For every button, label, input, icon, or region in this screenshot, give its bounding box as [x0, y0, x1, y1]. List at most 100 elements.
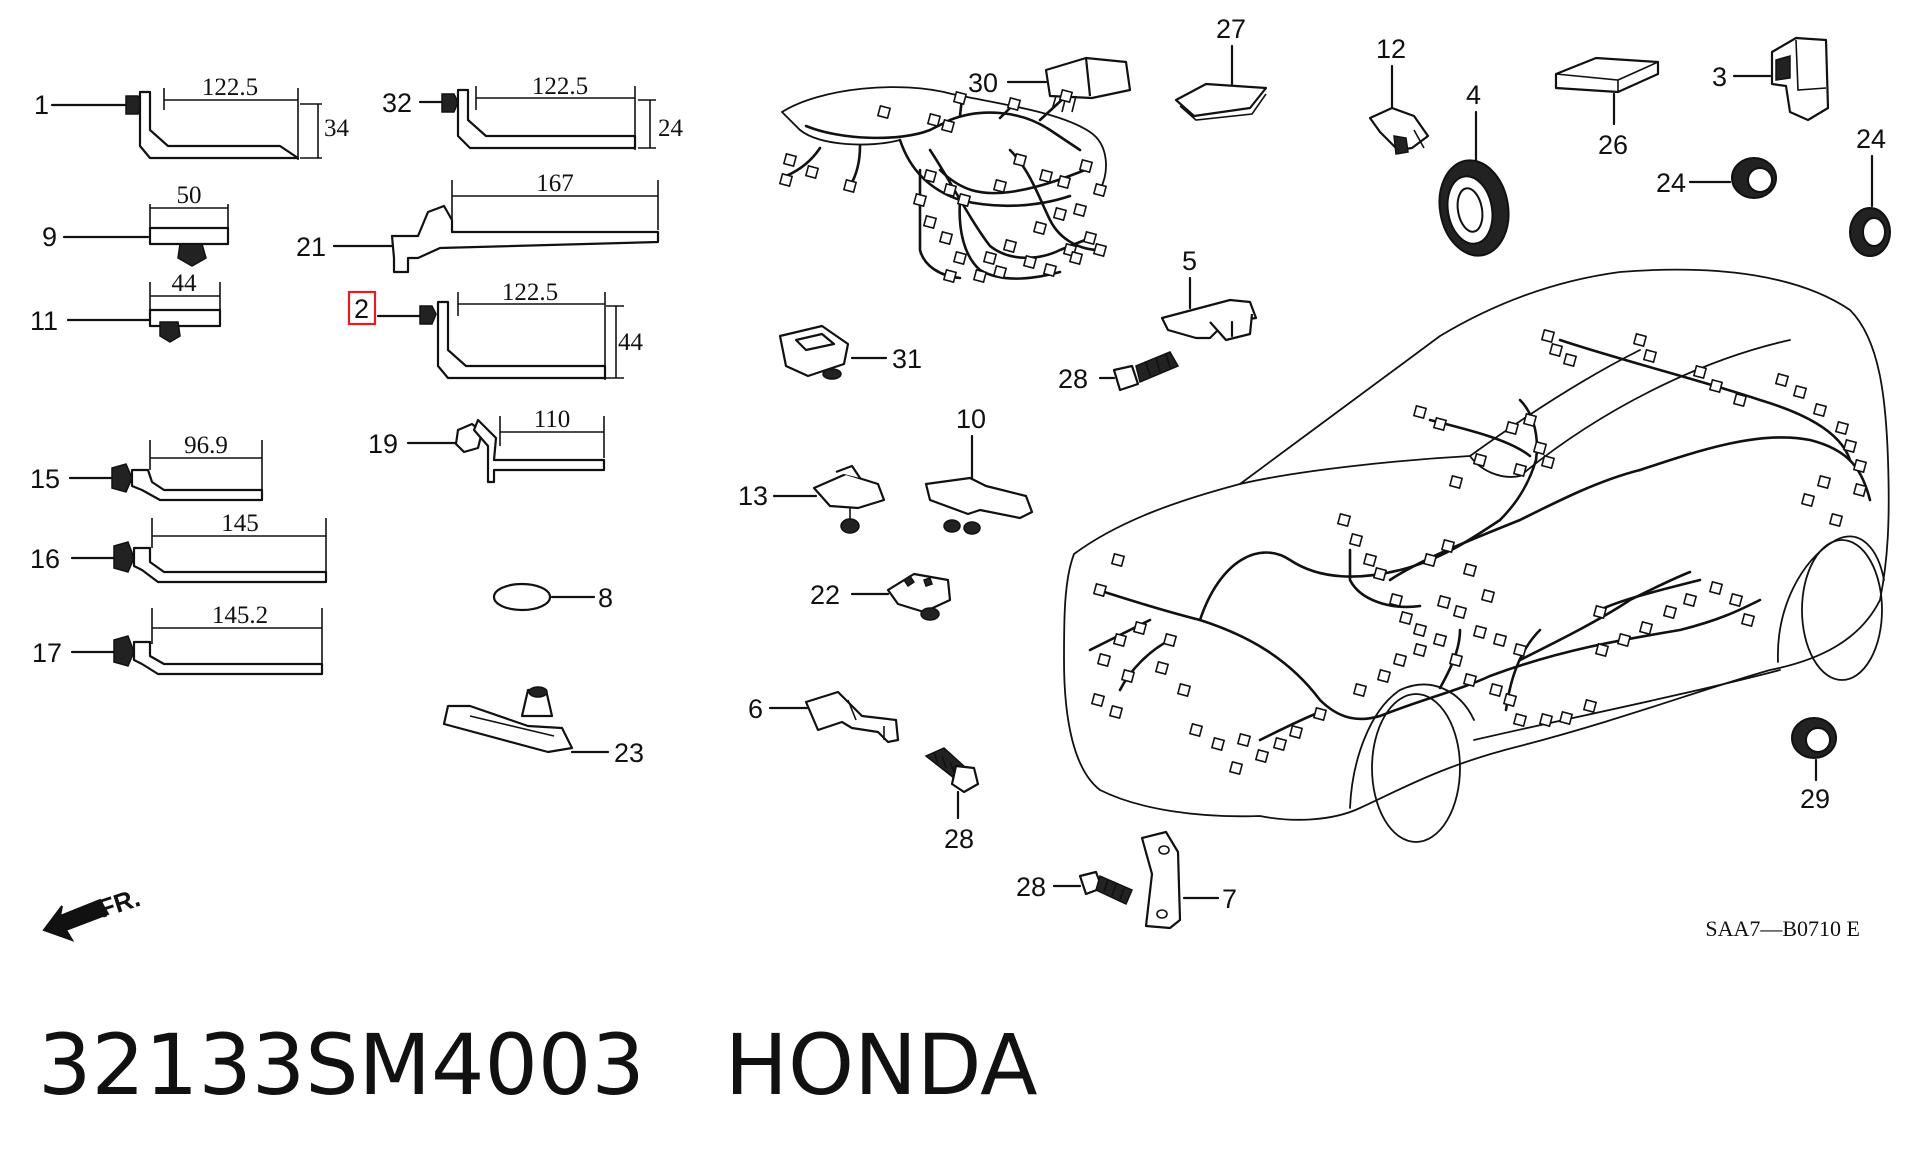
- clip-part-22[interactable]: 22: [810, 572, 952, 621]
- harness-connector: [1090, 692, 1106, 708]
- clip-part-31[interactable]: 31: [778, 324, 922, 380]
- callout-1: 1: [34, 90, 49, 120]
- grommet-part-29[interactable]: 29: [1791, 717, 1837, 814]
- harness-connector: [1462, 562, 1478, 578]
- harness-connector: [1058, 88, 1074, 104]
- harness-connector: [1254, 748, 1270, 764]
- clamp-part-16[interactable]: 16 145: [30, 510, 328, 584]
- pad-part-27[interactable]: 27: [1174, 14, 1268, 121]
- harness-connector: [782, 152, 798, 168]
- bracket-part-3[interactable]: 3: [1712, 36, 1830, 122]
- callout-31: 31: [892, 344, 922, 374]
- holder-part-23[interactable]: 23: [442, 686, 644, 768]
- callout-7: 7: [1222, 884, 1237, 914]
- harness-connector: [1642, 348, 1658, 364]
- harness-connector: [1288, 724, 1304, 740]
- clip-part-11[interactable]: 11 44: [30, 270, 222, 343]
- harness-connector: [1492, 632, 1508, 648]
- clamp-part-17[interactable]: 17 145.2: [32, 602, 324, 676]
- clip-part-9[interactable]: 9 50: [42, 182, 230, 267]
- harness-connector: [1032, 220, 1048, 236]
- bracket-part-5[interactable]: 5: [1160, 246, 1258, 342]
- bolt-part-28-top[interactable]: 28: [1058, 351, 1180, 394]
- clip-part-19[interactable]: 19 110: [368, 406, 606, 484]
- harness-connector: [1112, 632, 1128, 648]
- harness-connector: [1792, 384, 1808, 400]
- harness-connector: [1728, 592, 1744, 608]
- harness-connector: [942, 268, 958, 284]
- clamp-part-32[interactable]: 32 122.5 24: [382, 73, 684, 150]
- ring-part-8[interactable]: 8: [492, 582, 613, 613]
- harness-connector: [1002, 238, 1018, 254]
- harness-connector: [1594, 642, 1610, 658]
- harness-connector: [1480, 588, 1496, 604]
- callout-29: 29: [1800, 784, 1830, 814]
- bolt-part-28-bottom[interactable]: 28: [1016, 870, 1133, 906]
- bracket-part-10[interactable]: 10: [924, 404, 1034, 535]
- harness-connector: [1132, 620, 1148, 636]
- harness-connector: [1376, 668, 1392, 684]
- grommet-part-4[interactable]: 4: [1432, 80, 1516, 261]
- harness-connector: [1038, 168, 1054, 184]
- harness-connector: [1432, 632, 1448, 648]
- bracket-part-6[interactable]: 6: [748, 690, 900, 744]
- harness-connector: [1312, 706, 1328, 722]
- harness-connector: [1582, 698, 1598, 714]
- harness-connector: [992, 178, 1008, 194]
- callout-6: 6: [748, 694, 763, 724]
- harness-connector: [1176, 682, 1192, 698]
- bracket-part-7[interactable]: 7: [1140, 830, 1237, 930]
- callout-8: 8: [598, 583, 613, 613]
- clip-part-12[interactable]: 12: [1368, 34, 1430, 155]
- harness-connector: [1558, 710, 1574, 726]
- harness-connector: [1210, 736, 1226, 752]
- harness-connector: [1078, 158, 1094, 174]
- harness-connector: [1154, 660, 1170, 676]
- dim-17-length: 145.2: [212, 602, 268, 629]
- harness-connector: [1022, 254, 1038, 270]
- clamp-part-15[interactable]: 15 96.9: [30, 432, 264, 502]
- clip-part-13[interactable]: 13: [738, 464, 886, 534]
- pad-part-26[interactable]: 26: [1554, 56, 1660, 160]
- bolt-part-28-middle[interactable]: 28: [924, 747, 980, 854]
- harness-connector: [952, 90, 968, 106]
- callout-21: 21: [296, 232, 326, 262]
- harness-connector: [1632, 332, 1648, 348]
- dim-9-length: 50: [177, 182, 202, 209]
- callout-32: 32: [382, 88, 412, 118]
- callout-24-right: 24: [1856, 124, 1886, 154]
- harness-connector: [1472, 452, 1488, 468]
- harness-connector: [1638, 620, 1654, 636]
- harness-connector: [926, 112, 942, 128]
- dashboard-wire-harness: [778, 86, 1108, 284]
- grommet-part-24-middle[interactable]: 24: [1656, 157, 1777, 199]
- harness-connector: [1092, 242, 1108, 258]
- drawing-code: SAA7—B0710 E: [1705, 916, 1860, 941]
- front-direction-arrow: FR.: [42, 882, 144, 942]
- harness-connector: [1436, 594, 1452, 610]
- harness-connector: [1412, 642, 1428, 658]
- harness-connector: [1512, 642, 1528, 658]
- harness-connector: [1392, 652, 1408, 668]
- connector-part-30[interactable]: 30: [968, 56, 1132, 113]
- part-number: 32133SM4003: [38, 1016, 645, 1114]
- harness-connector: [1774, 372, 1790, 388]
- harness-connector: [1272, 736, 1288, 752]
- harness-connector: [1592, 604, 1608, 620]
- harness-connector: [1042, 262, 1058, 278]
- harness-connector: [1352, 682, 1368, 698]
- harness-connector: [1852, 482, 1868, 498]
- harness-connector: [1502, 692, 1518, 708]
- harness-connector: [1006, 96, 1022, 112]
- harness-connector: [1412, 404, 1428, 420]
- callout-26: 26: [1598, 130, 1628, 160]
- harness-connector: [1504, 420, 1520, 436]
- clamp-part-1[interactable]: 1 122.5 34: [34, 74, 350, 160]
- bracket-part-21[interactable]: 21 167: [296, 170, 660, 274]
- callout-22: 22: [810, 580, 840, 610]
- dim-19-length: 110: [534, 406, 571, 433]
- clamp-part-2[interactable]: 2 122.5 44: [347, 279, 644, 380]
- harness-connector: [1096, 652, 1112, 668]
- grommet-part-24-right[interactable]: 24: [1849, 124, 1891, 257]
- harness-connector: [992, 264, 1008, 280]
